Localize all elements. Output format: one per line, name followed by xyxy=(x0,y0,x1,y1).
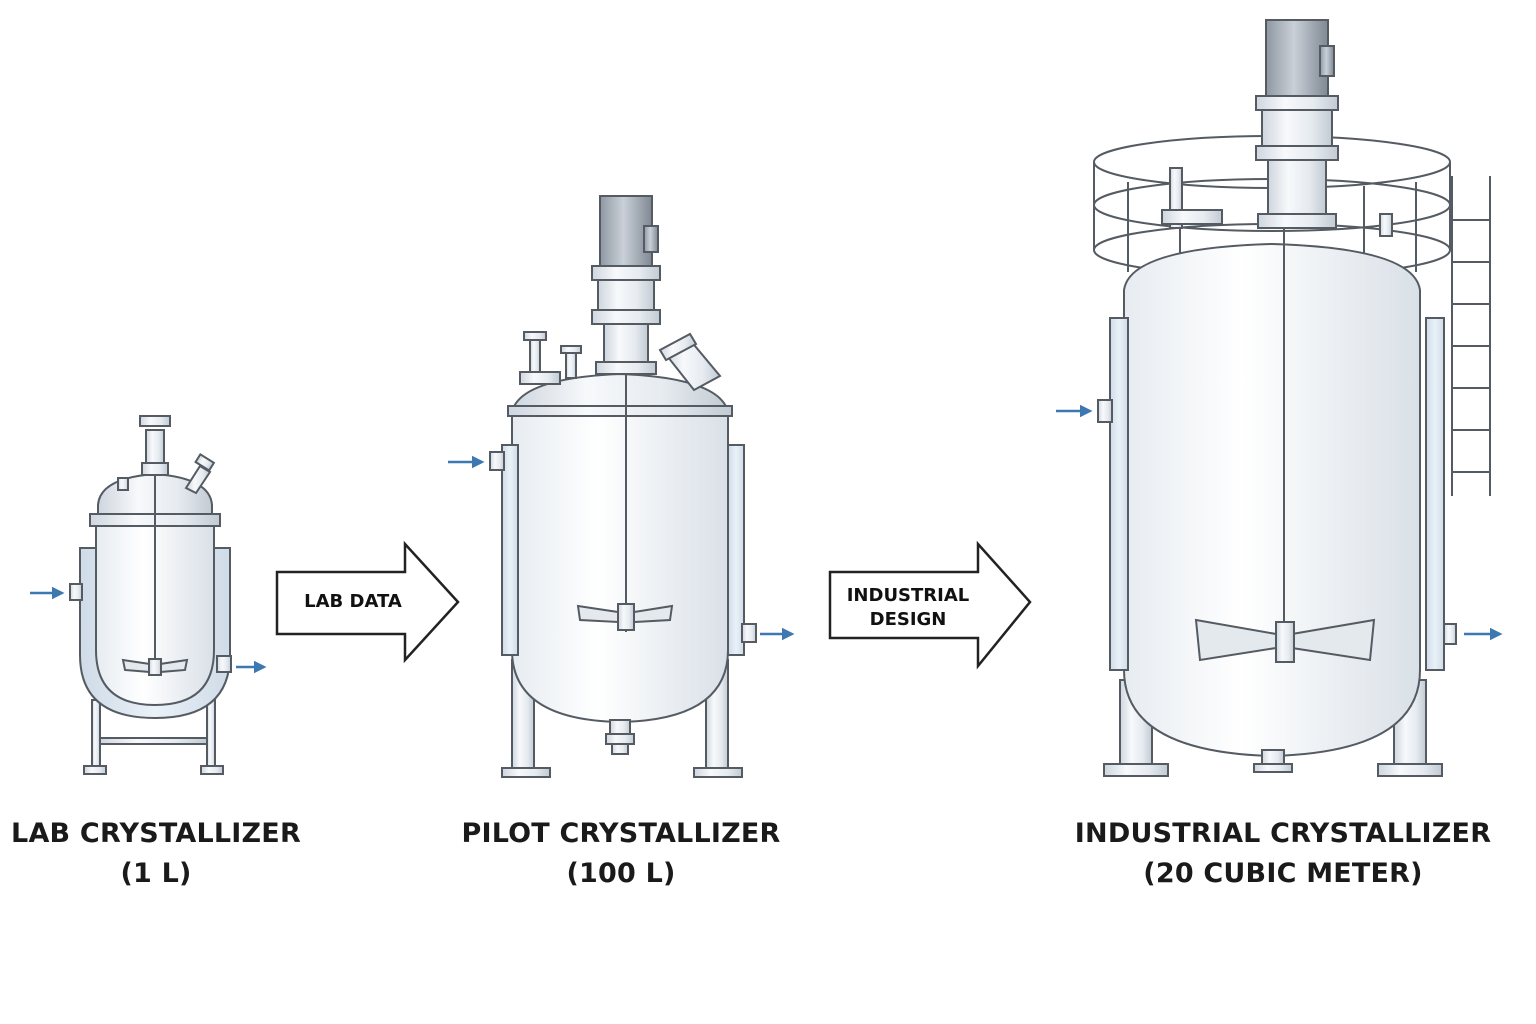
industrial-jacket-right xyxy=(1425,317,1445,671)
lab-crystallizer xyxy=(30,415,267,775)
transition-label-2: INDUSTRIAL DESIGN xyxy=(833,584,983,632)
transition-label-1: LAB DATA xyxy=(283,590,423,614)
industrial-crystallizer xyxy=(1056,19,1503,777)
transition-arrow-2 xyxy=(828,540,1032,670)
pilot-jacket-left xyxy=(501,444,519,656)
industrial-jacket-left xyxy=(1109,317,1129,671)
stage-name-industrial: INDUSTRIAL CRYSTALLIZER xyxy=(1074,818,1492,849)
pilot-jacket-right xyxy=(727,444,745,656)
stage-capacity-industrial: (20 CUBIC METER) xyxy=(1143,858,1423,889)
stage-name-pilot: PILOT CRYSTALLIZER xyxy=(461,818,781,849)
stage-label-pilot: PILOT CRYSTALLIZER (100 L) xyxy=(445,814,797,894)
pilot-crystallizer xyxy=(448,195,795,778)
stage-label-industrial: INDUSTRIAL CRYSTALLIZER (20 CUBIC METER) xyxy=(1060,814,1506,894)
stage-label-lab: LAB CRYSTALLIZER (1 L) xyxy=(0,814,312,894)
transition-label-1-line1: LAB DATA xyxy=(304,591,402,612)
stage-capacity-pilot: (100 L) xyxy=(566,858,676,889)
industrial-motor xyxy=(1265,19,1329,97)
industrial-ladder xyxy=(1451,176,1491,496)
pilot-vessel xyxy=(511,409,729,724)
stage-name-lab: LAB CRYSTALLIZER xyxy=(11,818,301,849)
transition-arrow-1 xyxy=(275,540,460,664)
transition-label-2-line1: INDUSTRIAL xyxy=(846,585,970,606)
stage-capacity-lab: (1 L) xyxy=(120,858,192,889)
transition-label-2-line2: DESIGN xyxy=(869,609,947,630)
industrial-vessel xyxy=(1123,242,1421,758)
